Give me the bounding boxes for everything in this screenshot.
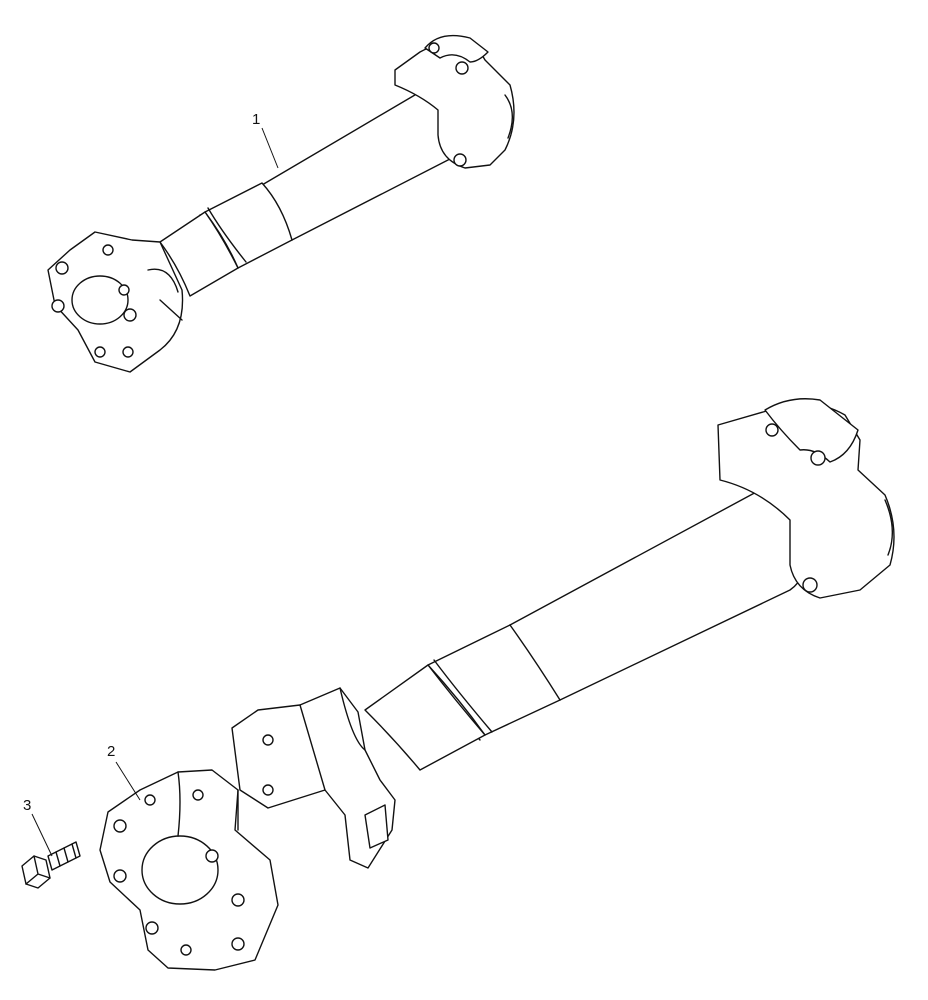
callout-1-label: 1 bbox=[252, 111, 260, 128]
bolt bbox=[21, 841, 81, 889]
slip-yoke-lower bbox=[231, 687, 396, 869]
callout-1: 1 bbox=[252, 111, 279, 169]
callout-2: 2 bbox=[107, 743, 141, 801]
universal-joint-cross bbox=[99, 769, 279, 971]
callout-3: 3 bbox=[23, 797, 53, 857]
callout-2-label: 2 bbox=[107, 743, 115, 760]
callout-3-label: 3 bbox=[23, 797, 31, 814]
drive-shaft-tube-lower bbox=[364, 398, 895, 771]
drive-shaft-assembly-upper bbox=[47, 34, 515, 373]
